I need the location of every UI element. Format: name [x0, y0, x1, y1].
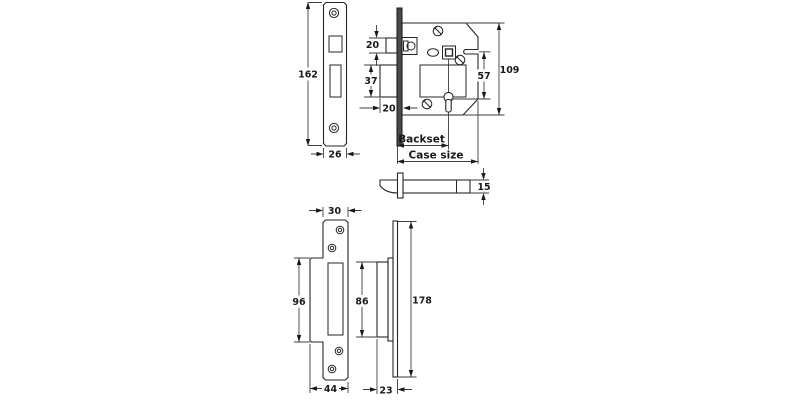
forend-front-view: 162 26	[297, 1, 360, 161]
latch-aperture	[328, 35, 343, 53]
forend-edge	[396, 7, 403, 147]
screw-hole-icon	[328, 122, 340, 134]
lock-case	[401, 22, 479, 116]
strike-plate-front-view: 30 96 44	[291, 206, 362, 395]
case-size-label: Case size	[409, 150, 464, 162]
backset-label: Backset	[398, 134, 445, 146]
plate-height-dim: 178	[412, 296, 432, 307]
latch-roller	[406, 41, 416, 51]
spindle-follower	[442, 45, 456, 60]
dust-box	[376, 261, 389, 338]
case-height-dim: 109	[500, 65, 520, 76]
strike-top-width-dim: 30	[328, 206, 342, 217]
screw-hole-icon	[328, 7, 340, 19]
strike-bottom-width-dim: 44	[324, 384, 338, 395]
fixing-slot	[427, 48, 439, 57]
keyhole-icon	[443, 91, 454, 113]
strike-lip-edge	[387, 257, 394, 342]
forend-height-dim: 162	[298, 70, 318, 81]
case-screw-icon	[421, 98, 433, 110]
strike-aperture	[327, 262, 344, 336]
forend-width-dim: 26	[328, 150, 342, 161]
box-height-dim: 86	[355, 297, 369, 308]
forend-cross-section	[396, 172, 404, 199]
case-screw-icon	[454, 54, 466, 66]
latch-bevel	[379, 179, 399, 194]
strike-box-side-view: 86 178 23	[354, 220, 433, 397]
latch-profile-view: 15	[379, 168, 492, 205]
case-screw-icon	[432, 25, 444, 37]
lock-body-side-view: 20 37 20 57 109 Backset Case size	[359, 7, 520, 164]
latch-thickness-dim: 15	[477, 182, 490, 193]
strike-plate-edge	[392, 220, 399, 378]
deadbolt-height-dim: 37	[364, 76, 377, 87]
deadbolt	[379, 64, 398, 98]
follower-to-keyhole-dim: 57	[477, 71, 490, 82]
box-depth-dim: 23	[379, 386, 392, 397]
latch-bolt	[385, 37, 398, 54]
latch-body	[402, 179, 471, 194]
deadbolt-aperture	[329, 64, 342, 98]
screw-hole-icon	[327, 225, 345, 374]
strike-lip-height-dim: 96	[292, 297, 306, 308]
bolt-throw-dim: 20	[382, 104, 396, 115]
latch-height-dim: 20	[366, 40, 380, 51]
